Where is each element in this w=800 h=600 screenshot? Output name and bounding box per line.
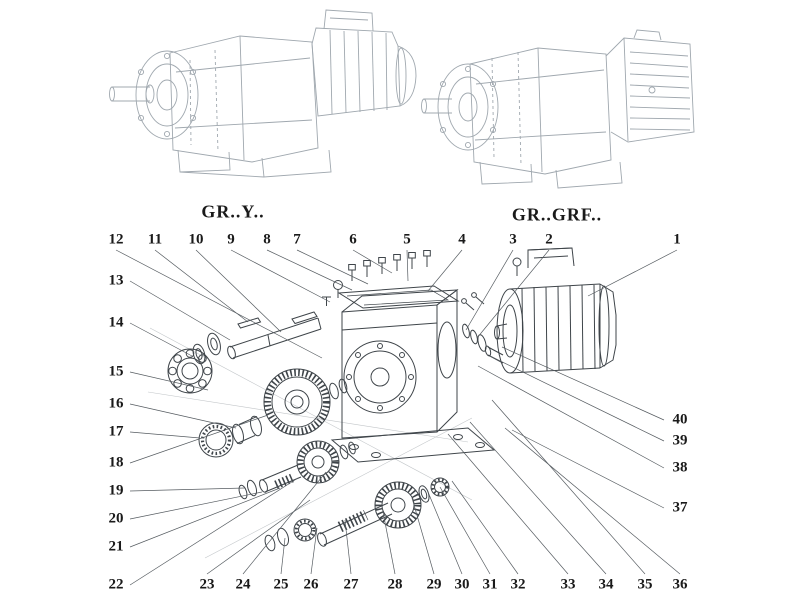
leader-line-38 [477, 365, 665, 469]
callout-16: 16 [108, 395, 124, 412]
leader-line-4 [427, 249, 463, 292]
callout-37: 37 [672, 499, 688, 516]
callout-35: 35 [637, 576, 653, 593]
leader-line-15 [129, 371, 209, 391]
leader-line-16 [129, 403, 237, 429]
leader-line-25 [280, 537, 286, 575]
leader-line-29 [411, 497, 435, 575]
gr-grf-assembled-view [421, 29, 695, 189]
callout-34: 34 [598, 576, 614, 593]
leader-line-26 [310, 527, 318, 575]
model-title-gr-y: GR..Y.. [201, 201, 265, 222]
callout-5: 5 [403, 231, 411, 248]
gr-y-assembled-view [109, 9, 417, 178]
callout-22: 22 [108, 576, 124, 593]
leader-line-10 [195, 249, 282, 333]
gear-housing [330, 289, 496, 463]
callout-17: 17 [108, 423, 124, 440]
callout-38: 38 [672, 459, 688, 476]
output-shaft-group [167, 311, 322, 394]
callout-19: 19 [108, 482, 124, 499]
leader-line-9 [230, 249, 331, 303]
callout-39: 39 [672, 432, 688, 449]
callout-36: 36 [672, 576, 688, 593]
callout-14: 14 [108, 314, 124, 331]
leader-line-32 [451, 480, 519, 575]
leader-line-11 [154, 249, 249, 323]
leader-line-5 [406, 249, 409, 282]
callout-8: 8 [263, 231, 271, 248]
intermediate-shaft-group [238, 440, 356, 500]
leader-line-20 [129, 491, 263, 520]
leader-line-21 [129, 487, 281, 548]
exploded-view [147, 247, 617, 559]
callout-21: 21 [108, 538, 124, 555]
callout-9: 9 [227, 231, 235, 248]
leader-line-37 [511, 429, 665, 509]
leader-line-2 [476, 249, 550, 339]
callout-24: 24 [235, 576, 251, 593]
leader-line-34 [469, 421, 607, 575]
callout-4: 4 [458, 231, 466, 248]
callout-6: 6 [349, 231, 357, 248]
electric-motor [494, 247, 617, 374]
callout-15: 15 [108, 363, 124, 380]
leader-line-36 [504, 427, 681, 575]
callout-29: 29 [426, 576, 442, 593]
callout-18: 18 [108, 454, 124, 471]
leader-line-22 [129, 477, 299, 586]
callout-12: 12 [108, 231, 124, 248]
first-stage-gear-group [198, 368, 348, 458]
leader-lines [115, 249, 681, 586]
model-title-gr-grf: GR..GRF.. [511, 204, 603, 225]
callout-2: 2 [545, 231, 553, 248]
leader-line-7 [296, 249, 369, 285]
callout-13: 13 [108, 272, 124, 289]
leader-line-6 [352, 249, 393, 274]
callout-32: 32 [510, 576, 526, 593]
callout-33: 33 [560, 576, 576, 593]
leader-line-1 [587, 249, 678, 297]
callout-7: 7 [293, 231, 301, 248]
leader-line-8 [266, 249, 353, 291]
callout-28: 28 [387, 576, 403, 593]
callout-10: 10 [188, 231, 204, 248]
callout-1: 1 [673, 231, 681, 248]
callout-30: 30 [454, 576, 470, 593]
leader-line-33 [447, 433, 569, 575]
callout-20: 20 [108, 510, 124, 527]
leader-line-14 [129, 322, 193, 357]
callout-3: 3 [509, 231, 517, 248]
callout-23: 23 [199, 576, 215, 593]
leader-line-3 [465, 249, 514, 331]
leader-line-30 [427, 491, 463, 575]
leader-line-31 [439, 486, 491, 575]
callout-25: 25 [273, 576, 289, 593]
leader-line-13 [129, 280, 231, 341]
callout-40: 40 [672, 411, 688, 428]
leader-line-18 [129, 414, 269, 464]
callout-31: 31 [482, 576, 498, 593]
housing-cover-and-bolts [322, 250, 460, 309]
leader-line-17 [129, 431, 201, 439]
callout-27: 27 [343, 576, 359, 593]
leader-line-35 [491, 399, 646, 575]
leader-line-39 [489, 355, 665, 442]
leader-line-28 [382, 511, 396, 575]
callout-11: 11 [147, 231, 163, 248]
leader-line-19 [129, 487, 246, 492]
leader-line-12 [115, 249, 323, 359]
callout-26: 26 [303, 576, 319, 593]
leader-line-27 [344, 519, 352, 575]
leader-line-24 [242, 471, 327, 575]
leader-line-40 [501, 346, 665, 421]
